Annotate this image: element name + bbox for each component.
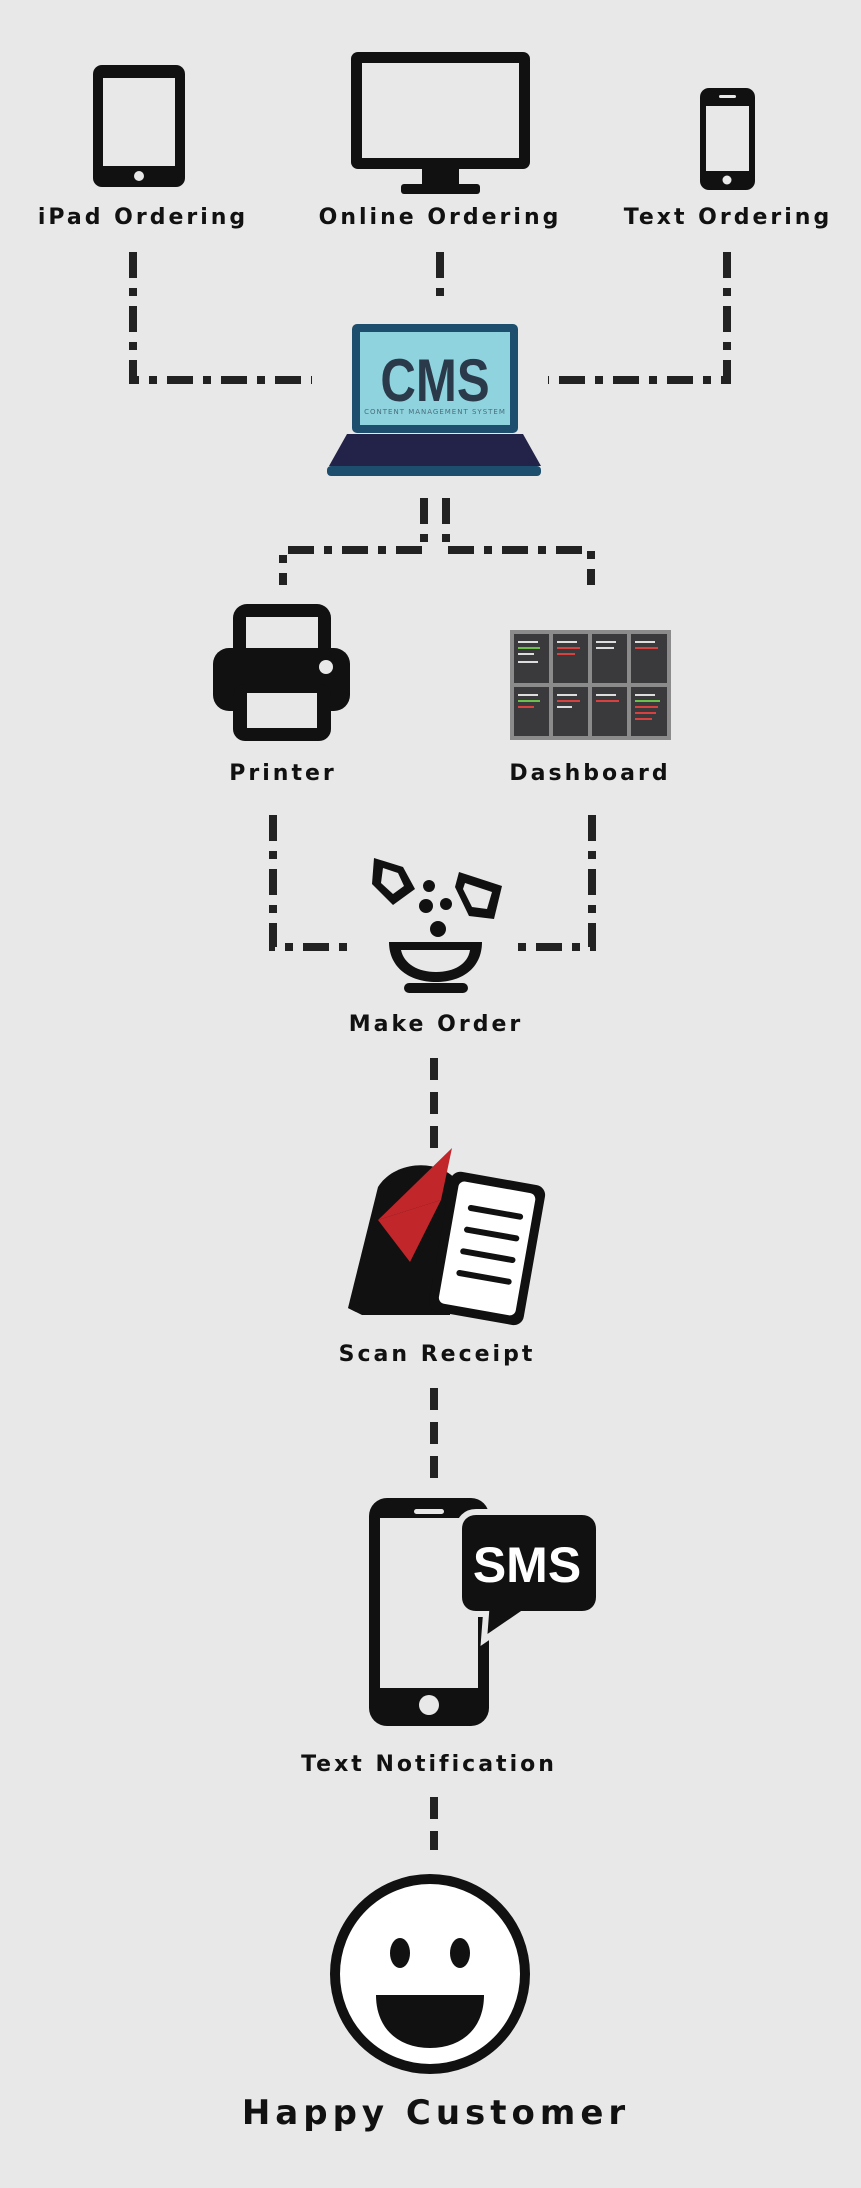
printer-icon [213,604,350,741]
label-make-order: Make Order [348,1012,524,1037]
connector-text-cms [548,252,731,384]
smiley-face-icon [330,1874,530,2074]
label-text-ordering: Text Ordering [623,205,833,230]
label-happy-customer: Happy Customer [241,2093,631,2133]
label-text-notification: Text Notification [301,1752,557,1777]
label-online-ordering: Online Ordering [318,205,562,230]
connector-printer-make-order [269,815,350,951]
connector-ipad-cms [129,252,312,384]
connectors [129,252,731,951]
dashboard-screenshot [510,630,671,740]
label-ipad-ordering: iPad Ordering [37,205,249,230]
sms-phone-icon: SMS [369,1498,602,1726]
cms-laptop-icon: CMS CONTENT MANAGEMENT SYSTEM [327,324,541,476]
label-scan-receipt: Scan Receipt [338,1342,536,1367]
label-dashboard: Dashboard [509,761,671,786]
receipt-scanner-icon [348,1148,546,1326]
sms-bubble-icon [456,1509,602,1647]
sms-bubble-label: SMS [473,1537,581,1593]
connector-cms-printer [279,498,428,585]
connector-dashboard-make-order [517,815,596,951]
phone-icon [700,88,755,190]
bowl-icon [372,858,502,993]
cms-screen-label: CMS [380,346,489,414]
tablet-icon [93,65,185,187]
cms-screen-sublabel: CONTENT MANAGEMENT SYSTEM [364,408,506,416]
monitor-icon [351,52,530,194]
label-printer: Printer [229,761,337,786]
connector-cms-dashboard [442,498,595,585]
